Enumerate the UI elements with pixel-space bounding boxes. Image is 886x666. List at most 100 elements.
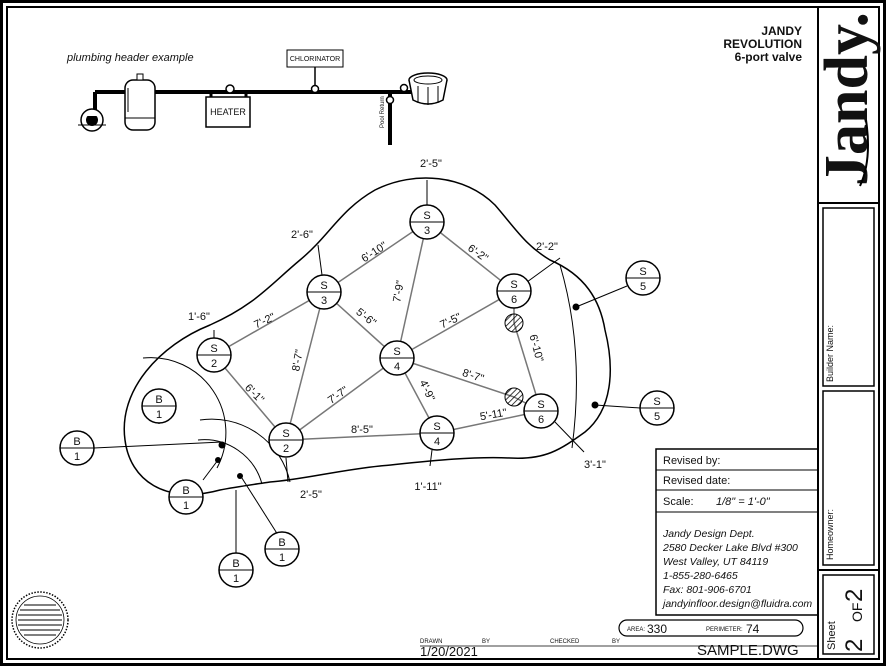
svg-text:1: 1 xyxy=(279,552,285,564)
pool-return-label: Pool Return xyxy=(380,96,386,128)
sheet-total: 2 xyxy=(841,589,868,602)
homeowner-label: Homeowner: xyxy=(825,509,835,560)
zone-divider-step-1 xyxy=(199,418,291,483)
svg-text:5: 5 xyxy=(640,281,646,293)
svg-text:S: S xyxy=(282,428,289,440)
svg-text:B: B xyxy=(182,485,189,497)
title-line3: 6-port valve xyxy=(735,50,803,64)
builder-name-label: Builder Name: xyxy=(825,325,835,382)
svg-text:S: S xyxy=(433,421,440,433)
head-s2-left: S 2 xyxy=(196,337,232,373)
svg-text:6: 6 xyxy=(511,294,517,306)
drawn-label: DRAWN xyxy=(420,639,442,645)
svg-text:5: 5 xyxy=(654,411,660,423)
area-perimeter-box xyxy=(618,619,804,637)
perimeter-value: 74 xyxy=(746,622,760,636)
dim-edge-topleft: 2'-6" xyxy=(291,229,313,241)
checked-label: CHECKED xyxy=(550,639,580,645)
svg-text:B: B xyxy=(155,394,162,406)
svg-text:S: S xyxy=(320,280,327,292)
dim-edge-bottomleft: 2'-5" xyxy=(300,489,322,501)
svg-text:1: 1 xyxy=(156,409,162,421)
head-s4-bottom: S 4 xyxy=(419,415,455,451)
chlorinator-label: CHLORINATOR xyxy=(290,56,340,63)
head-s6-bottom: S 6 xyxy=(523,393,559,429)
svg-text:1: 1 xyxy=(233,573,239,585)
drawn-date: 1/20/2021 xyxy=(420,644,478,659)
scale-label: Scale: xyxy=(663,496,694,508)
drawn-by-label: BY xyxy=(482,639,490,645)
svg-text:B: B xyxy=(232,558,239,570)
svg-text:S: S xyxy=(210,343,217,355)
dim-run-14: 5'-11" xyxy=(479,407,508,424)
svg-text:B: B xyxy=(278,537,285,549)
chlorinator-box xyxy=(286,49,344,68)
dim-run-5: 5'-6" xyxy=(354,306,379,329)
title-line1: JANDY xyxy=(761,24,802,38)
main-drain-1 xyxy=(504,313,524,333)
zone-label-s5-upper: S 5 xyxy=(625,260,661,296)
zone-label-b1-left: B 1 xyxy=(59,430,95,466)
sheet-box xyxy=(822,574,875,655)
svg-text:S: S xyxy=(639,266,646,278)
design-seal xyxy=(11,591,69,649)
builder-name-box xyxy=(822,207,875,387)
head-s2-bottom: S 2 xyxy=(268,422,304,458)
contact-email: jandyinfloor.design@fluidra.com xyxy=(661,598,812,610)
head-b1-bench: B 1 xyxy=(141,388,177,424)
svg-text:2: 2 xyxy=(211,358,217,370)
dim-run-1: 7'-2" xyxy=(252,311,277,331)
pool-outline xyxy=(123,177,611,496)
title-line2: REVOLUTION xyxy=(723,37,802,51)
contact-fax: Fax: 801-906-6701 xyxy=(663,584,752,596)
zone-label-b1-lower-left: B 1 xyxy=(218,552,254,588)
skimmer-icon xyxy=(408,72,448,105)
dim-edge-bottom: 1'-11" xyxy=(414,481,441,493)
svg-text:6: 6 xyxy=(538,414,544,426)
sheet-label: Sheet xyxy=(826,621,838,650)
svg-text:S: S xyxy=(537,399,544,411)
head-s3-middle: S 3 xyxy=(306,274,342,310)
pump-icon xyxy=(78,108,106,132)
svg-text:3: 3 xyxy=(424,225,430,237)
main-drain-2 xyxy=(504,387,524,407)
homeowner-box xyxy=(822,390,875,566)
contact-address-2: West Valley, UT 84119 xyxy=(663,556,768,568)
contact-address-1: 2580 Decker Lake Blvd #300 xyxy=(662,542,798,554)
sheet-of: OF xyxy=(849,603,865,622)
zone-label-b1-lower-right: B 1 xyxy=(264,531,300,567)
svg-text:4: 4 xyxy=(434,436,440,448)
svg-text:S: S xyxy=(510,279,517,291)
sheet-number: 2 xyxy=(841,639,868,652)
dim-edge-top: 2'-5" xyxy=(420,158,442,170)
zone-label-b1-step: B 1 xyxy=(168,479,204,515)
svg-text:1: 1 xyxy=(74,451,80,463)
dim-edge-bottomright: 3'-1" xyxy=(584,459,606,471)
logo-swash xyxy=(859,119,869,187)
heater-label: HEATER xyxy=(210,107,246,117)
head-s4-center: S 4 xyxy=(379,340,415,376)
revised-by-label: Revised by: xyxy=(663,455,720,467)
svg-text:4: 4 xyxy=(394,361,400,373)
svg-text:2: 2 xyxy=(283,443,289,455)
head-s6-top: S 6 xyxy=(496,273,532,309)
head-s3-top: S 3 xyxy=(409,204,445,240)
dim-run-9: 7'-7" xyxy=(326,384,351,406)
contact-dept: Jandy Design Dept. xyxy=(662,528,755,540)
svg-text:S: S xyxy=(423,210,430,222)
jandy-logo: Jandy. xyxy=(813,12,881,186)
filter-icon xyxy=(124,73,156,131)
dim-run-4: 7'-9" xyxy=(391,280,407,304)
svg-text:1: 1 xyxy=(183,500,189,512)
filename: SAMPLE.DWG xyxy=(697,642,799,659)
area-value: 330 xyxy=(647,622,667,636)
heater-box xyxy=(205,96,251,128)
scale-value: 1/8" = 1'-0" xyxy=(716,496,771,508)
svg-text:S: S xyxy=(393,346,400,358)
dim-run-7: 8'-7" xyxy=(290,349,306,373)
svg-text:B: B xyxy=(73,436,80,448)
inner-border xyxy=(6,6,880,660)
dim-run-10: 6'-10" xyxy=(526,333,545,363)
svg-text:S: S xyxy=(653,396,660,408)
